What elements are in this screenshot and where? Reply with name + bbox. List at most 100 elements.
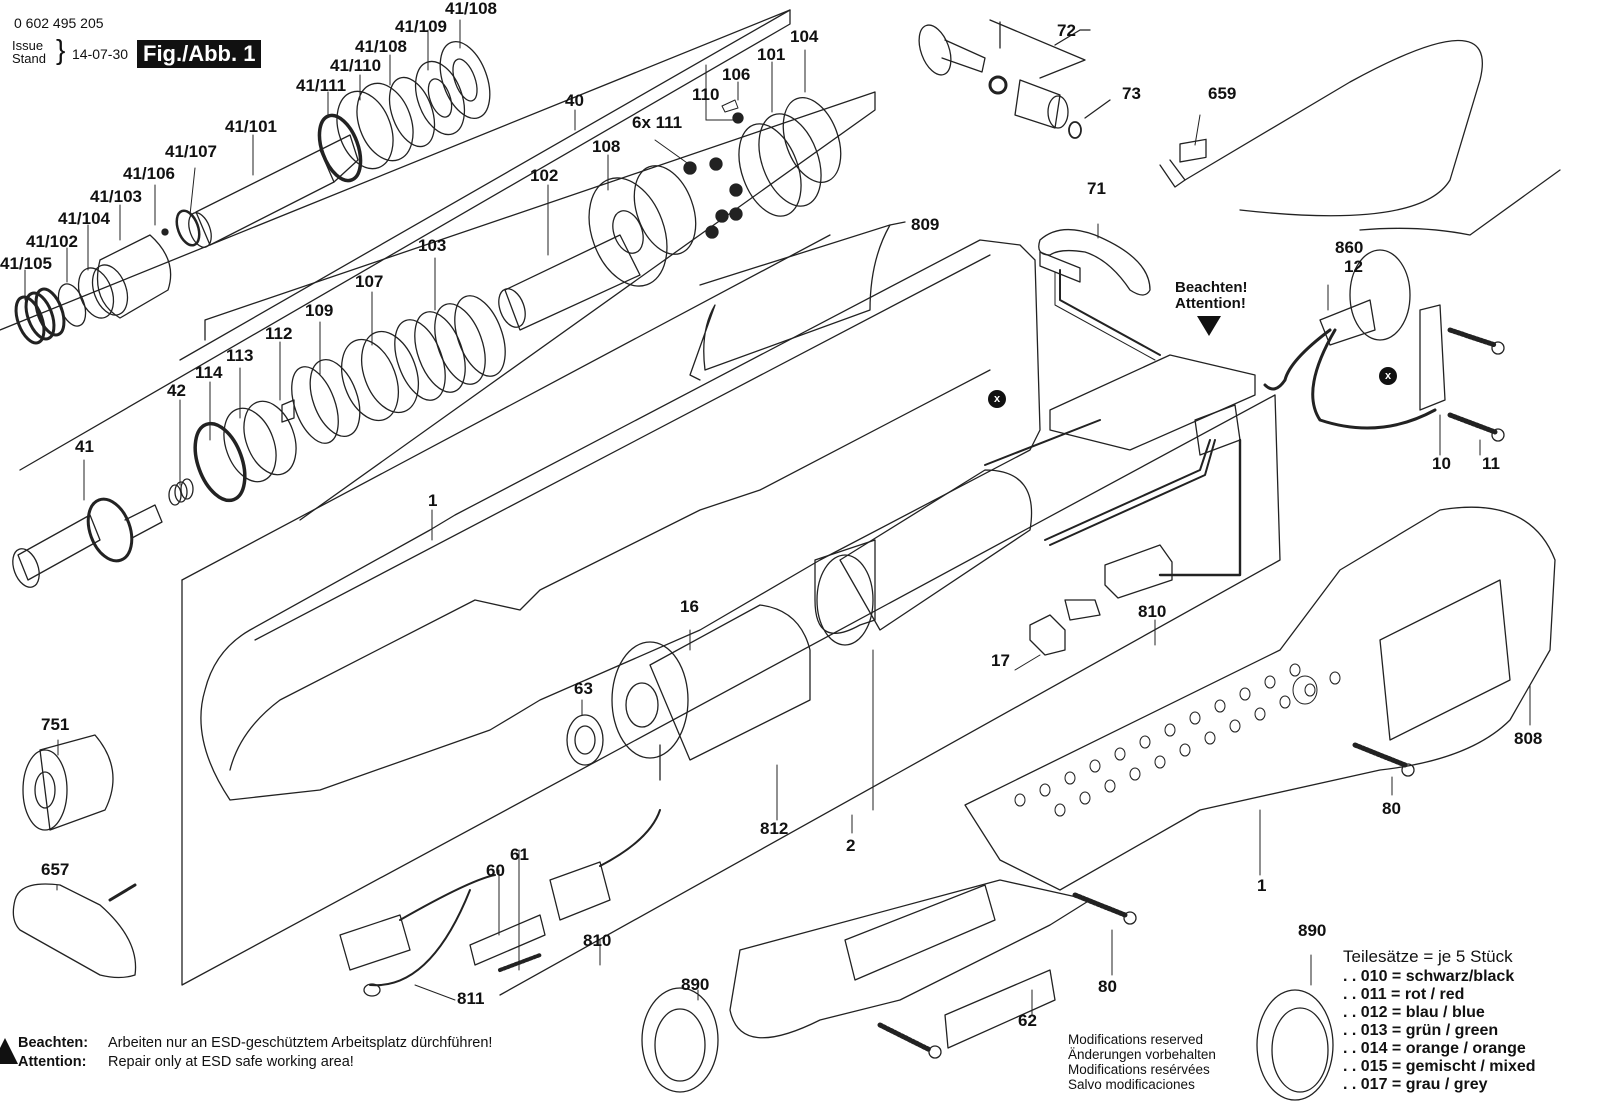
oring-41-107 [175,209,201,247]
balls-6x111 [683,112,744,239]
washer-41-108a [388,76,436,148]
pad-60 [469,914,546,966]
slider-17 [1029,614,1066,656]
callout-41: 41 [75,437,94,456]
callout-60: 60 [486,861,505,880]
callout-72: 72 [1057,21,1076,40]
part-kit-item: . . 011 = rot / red [1343,986,1465,1003]
switch-810-upper [1104,544,1173,599]
pin-assembly-72 [918,19,1091,129]
callout-2: 2 [846,836,856,855]
figure-label: Fig./Abb. 1 [137,40,262,68]
housing-half-1 [200,239,1041,801]
oring-73 [1068,121,1082,139]
callout-11: 11 [1482,454,1500,473]
callout-41-103: 41/103 [90,187,142,206]
spring-61 [498,953,542,972]
assembly-bracket-41 [19,9,791,471]
chuck-41 [12,497,163,588]
modifications-notice: Modifications reserved Änderungen vorbeh… [1068,1032,1216,1092]
callout-107: 107 [355,272,384,291]
callout-811: 811 [457,989,485,1008]
esd-notice-en: Attention:Repair only at ESD safe workin… [18,1053,354,1072]
callout-812: 812 [760,819,789,838]
modifications-line: Modifications resérvées [1068,1062,1210,1077]
callout-6x111: 6x 111 [632,113,683,132]
callout-860: 860 [1335,238,1364,257]
grip-holes [1014,663,1341,817]
issue-label-en: Issue [12,38,44,53]
assembly-bracket-40 [0,9,876,521]
esd-label-de: Beachten: [18,1035,89,1051]
screws-11 [1447,327,1505,442]
esd-notice-de: Beachten: Arbeiten nur an ESD-geschütztem… [18,1034,492,1053]
part-kit-item: . . 012 = blau / blue [1343,1004,1485,1021]
callout-890-right: 890 [1298,921,1327,940]
part-kit-item: . . 013 = grün / green [1343,1022,1499,1039]
callout-101: 101 [757,45,786,64]
part-number: 0 602 495 205 [14,15,104,31]
gear-109 [291,359,361,444]
ring-104 [782,97,842,183]
part-kit-item: . . 015 = gemischt / mixed [1343,1058,1536,1075]
callout-41-105: 41/105 [0,254,52,273]
callout-42: 42 [167,381,186,400]
callout-17: 17 [991,651,1010,670]
callout-103: 103 [418,236,447,255]
leader-73 [1084,99,1111,119]
callout-41-101: 41/101 [225,117,277,136]
threaded-shaft-102 [498,234,641,331]
clutch-41-109 [414,60,466,136]
screw-80-bottom [877,1022,942,1059]
callout-110: 110 [692,85,720,104]
esd-text-de: Arbeiten nur an ESD-geschütztem Arbeitsp… [108,1035,493,1051]
callout-12: 12 [1344,257,1363,276]
clip-112 [281,399,295,423]
callout-41-107: 41/107 [165,142,217,161]
nut-101 [738,113,822,217]
callout-80-lower: 80 [1098,977,1117,996]
attention-line-de: Beachten! [1175,279,1248,296]
leader-lines [24,19,1531,1016]
disc-108 [588,165,697,287]
oring-41-111 [317,113,363,183]
callout-890-left: 890 [681,975,710,994]
callout-41-109: 41/109 [395,17,447,36]
callout-62: 62 [1018,1011,1037,1030]
part-kit-item: . . 014 = orange / orange [1343,1040,1526,1057]
part-kits-legend: Teilesätze = je 5 Stück . . 010 = schwar… [1343,948,1536,1094]
callout-102: 102 [530,166,559,185]
housing-41-110 [336,82,414,170]
callout-659: 659 [1208,84,1237,103]
ring-890-left [641,987,719,1093]
key-657 [12,883,137,979]
bit-holder-751 [22,734,114,831]
callout-41-110: 41/110 [330,56,382,75]
esd-label-en: Attention: [18,1054,87,1070]
ring-41-102 [57,283,87,327]
attention-arrow-icon [1197,316,1221,336]
motor-2 [814,469,1033,646]
issue-label-de: Stand [12,51,46,66]
callout-104: 104 [790,27,819,46]
callout-41-111: 41/111 [296,76,347,95]
washer-63 [566,714,604,766]
brace-symbol: } [56,34,66,65]
x-marker-badge: x [1379,367,1397,385]
issue-date: 14-07-30 [72,46,129,62]
spindle-41-101 [188,134,359,248]
callout-40: 40 [565,91,584,110]
plate-small [1039,251,1081,283]
pin-17 [1064,599,1101,621]
screw-80-upper [1352,742,1415,777]
callout-71: 71 [1087,179,1106,198]
callout-41-106: 41/106 [123,164,175,183]
modifications-line: Salvo modificaciones [1068,1077,1195,1092]
x-marker-badge: x [988,390,1006,408]
modifications-line: Änderungen vorbehalten [1068,1047,1216,1062]
assembly-bracket-2 [499,394,1281,996]
coupling-107 [341,330,419,422]
callout-809: 809 [911,215,940,234]
wire-tool-659 [1159,39,1483,217]
